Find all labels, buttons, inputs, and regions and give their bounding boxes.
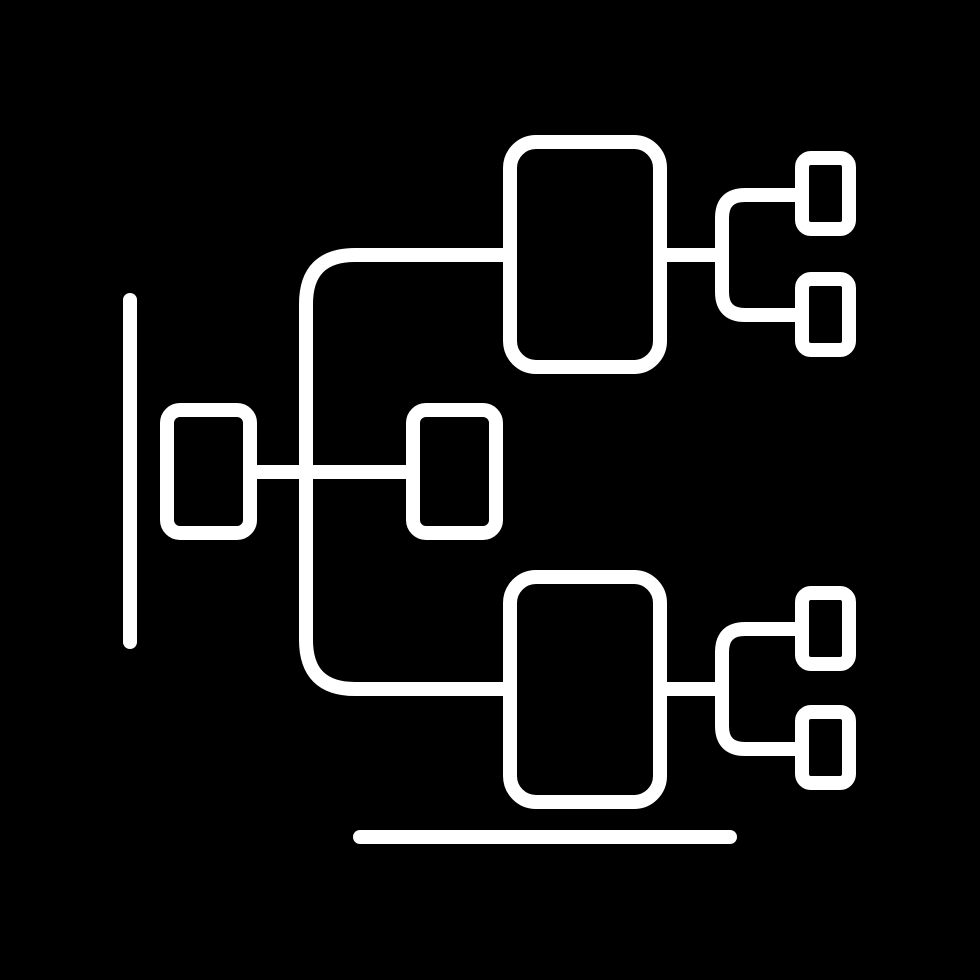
edge-root-parents	[299, 248, 517, 696]
node-mid	[406, 403, 503, 540]
node-upper-parent	[503, 135, 667, 374]
edge-upper-children	[715, 188, 809, 322]
node-upper-child-2	[795, 272, 856, 357]
edge-lower-children	[715, 622, 809, 756]
node-root	[160, 403, 257, 540]
node-lower-parent	[503, 570, 667, 809]
node-lower-child-1	[795, 586, 856, 671]
node-upper-child-1	[795, 151, 856, 236]
node-lower-child-2	[795, 705, 856, 790]
